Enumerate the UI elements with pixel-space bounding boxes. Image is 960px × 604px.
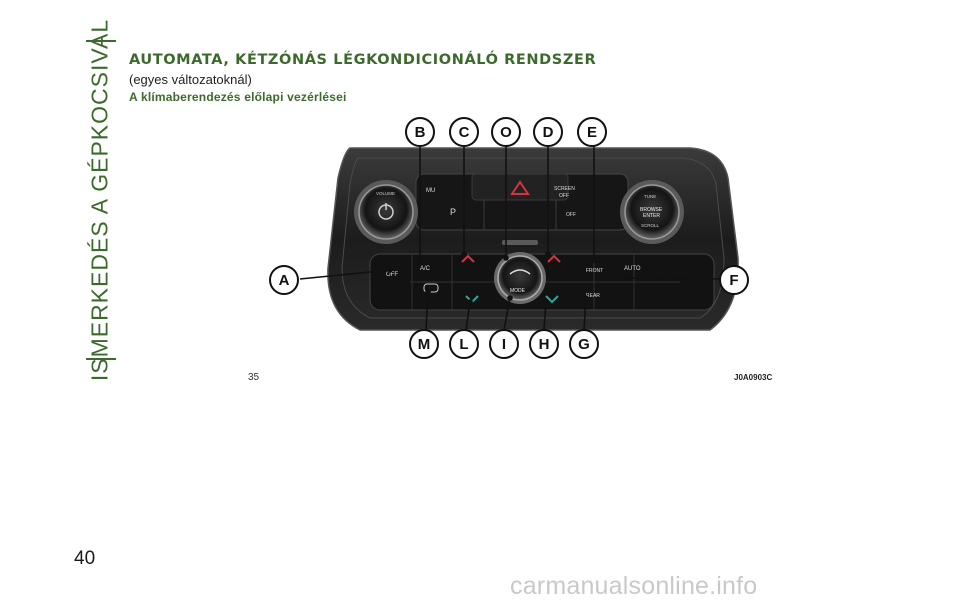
- watermark: carmanualsonline.info: [510, 572, 758, 600]
- mode-label: MODE: [510, 288, 526, 294]
- upper-button-bar: MU P SCREEN OFF OFF: [415, 173, 629, 231]
- svg-text:SCREEN: SCREEN: [554, 186, 575, 192]
- callout-d: D: [533, 117, 563, 147]
- svg-text:O: O: [500, 124, 512, 141]
- callout-h: H: [529, 329, 559, 359]
- scroll-label: SCROLL: [641, 223, 660, 228]
- callout-f: F: [719, 265, 749, 295]
- callout-i: I: [489, 329, 519, 359]
- callout-labels: B C O D E A F M L I H G: [269, 117, 749, 359]
- svg-text:G: G: [578, 336, 590, 353]
- chapter-tab: [80, 40, 116, 360]
- chapter-title: ISMERKEDÉS A GÉPKOCSIVAL: [86, 18, 113, 382]
- callout-o: O: [491, 117, 521, 147]
- page-number: 40: [74, 548, 96, 569]
- svg-text:E: E: [587, 124, 597, 141]
- svg-text:BROWSE: BROWSE: [640, 207, 663, 213]
- figure-caption: A klímaberendezés előlapi vezérlései: [129, 90, 347, 104]
- mode-knob: MODE: [494, 252, 546, 304]
- chapter-rule-bottom: [86, 358, 116, 360]
- callout-leaders: [299, 144, 721, 331]
- section-subtitle: (egyes változatoknál): [129, 72, 252, 87]
- power-p-label: P: [450, 207, 456, 217]
- svg-text:H: H: [539, 336, 550, 353]
- figure-number: 35: [248, 372, 260, 383]
- auto-label: AUTO: [624, 266, 641, 272]
- volume-knob: VOLUME: [354, 180, 418, 244]
- svg-text:L: L: [459, 336, 468, 353]
- callout-c: C: [449, 117, 479, 147]
- climate-control-panel-figure: MU P SCREEN OFF OFF VOLUME TUNE BROWSE E…: [269, 117, 749, 359]
- svg-text:C: C: [459, 124, 470, 141]
- callout-e: E: [577, 117, 607, 147]
- svg-text:D: D: [543, 124, 554, 141]
- figure-code: J0A0903C: [734, 373, 773, 382]
- callout-g: G: [569, 329, 599, 359]
- front-label: FRONT: [586, 268, 603, 274]
- callout-a: A: [269, 265, 299, 295]
- callout-b: B: [405, 117, 435, 147]
- ac-label: A/C: [420, 266, 431, 272]
- section-title: AUTOMATA, KÉTZÓNÁS LÉGKONDICIONÁLÓ RENDS…: [129, 52, 597, 68]
- off-label: OFF: [386, 272, 398, 278]
- rear-label: REAR: [586, 293, 600, 299]
- callout-l: L: [449, 329, 479, 359]
- svg-text:ENTER: ENTER: [643, 213, 660, 219]
- screen-off-label: OFF: [559, 193, 569, 199]
- svg-text:F: F: [729, 272, 738, 289]
- chapter-rule-top: [86, 40, 116, 42]
- tune-label: TUNE: [644, 194, 656, 199]
- volume-label: VOLUME: [376, 191, 395, 196]
- svg-text:B: B: [415, 124, 426, 141]
- svg-text:A: A: [279, 272, 290, 289]
- tune-knob: TUNE BROWSE ENTER SCROLL: [620, 180, 684, 244]
- svg-text:I: I: [502, 336, 506, 353]
- svg-text:M: M: [418, 336, 431, 353]
- svg-text:OFF: OFF: [566, 212, 576, 218]
- callout-m: M: [409, 329, 439, 359]
- mute-label: MU: [426, 188, 435, 194]
